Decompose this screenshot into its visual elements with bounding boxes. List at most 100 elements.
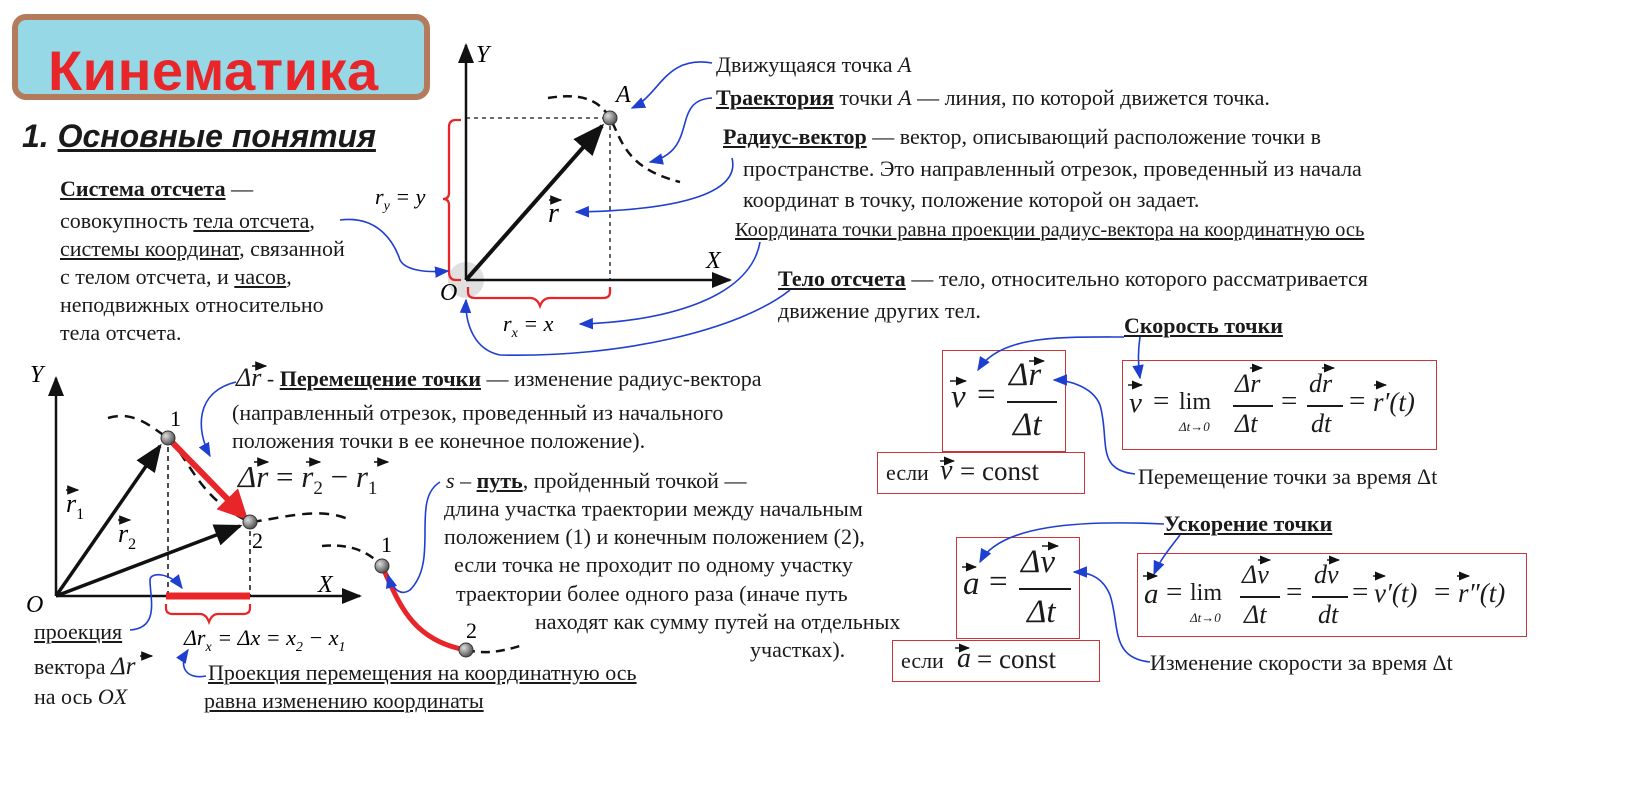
- ref-system-arrow: [339, 218, 450, 278]
- body-ref-line-1: Тело отсчета — тело, относительно которо…: [778, 264, 1368, 293]
- projection-line-3: на ось OX: [34, 682, 127, 711]
- ry-brace: [442, 118, 461, 282]
- formula-r2: r: [301, 459, 314, 494]
- velocity-deriv: r′(t): [1373, 387, 1415, 417]
- body-ref-term: Тело отсчета: [778, 266, 906, 291]
- acceleration-frac2-num: dv: [1314, 560, 1339, 589]
- trajectory-var: A: [898, 85, 912, 110]
- formula-r1: r: [355, 459, 368, 494]
- displacement-formula: Δr = r2 − r1: [238, 458, 377, 508]
- acceleration-lhs: a: [1144, 578, 1159, 610]
- displacement-term: Перемещение точки: [279, 366, 482, 391]
- velocity-cond-prefix: если: [886, 460, 929, 485]
- velocity-frac2-den: dt: [1311, 409, 1332, 438]
- path-sep: –: [454, 468, 477, 493]
- fraction-bar: [1233, 405, 1273, 407]
- ref-system-term: Система отсчета: [60, 176, 226, 201]
- acceleration-frac2-den: dt: [1318, 600, 1339, 629]
- ry-label: ry = y: [375, 184, 426, 214]
- path-line-2: длина участка траектории между начальным: [444, 496, 863, 521]
- rx-brace: [466, 287, 612, 310]
- path-line-3: положением (1) и конечным положением (2)…: [444, 524, 865, 549]
- acceleration-deriv2: r″(t): [1458, 578, 1506, 608]
- acceleration-lim-sub: Δt→0: [1190, 610, 1221, 625]
- ref-system-line-2: системы координат, связанной: [60, 234, 345, 263]
- acceleration-title: Ускорение точки: [1164, 511, 1333, 536]
- top-y-label: Y: [476, 42, 492, 68]
- path-dash-start: [321, 544, 383, 567]
- velocity-lim: lim: [1179, 389, 1212, 415]
- displacement-text: — изменение радиус-вектора: [481, 366, 762, 391]
- path-dash-end: [465, 644, 521, 654]
- path-line-7: участках).: [750, 637, 846, 662]
- path-text: , пройденный точкой —: [522, 468, 747, 493]
- velocity-frac2-num: dr: [1309, 369, 1333, 398]
- acceleration-eq-4: =: [1434, 576, 1451, 608]
- section-heading: 1. Основные понятия: [22, 118, 376, 155]
- velocity-note: Перемещение точки за время Δt: [1138, 464, 1438, 489]
- acceleration-note: Изменение скорости за время Δt: [1150, 650, 1453, 675]
- top-origin-label: O: [440, 280, 457, 306]
- formula-lhs: Δr: [238, 459, 269, 494]
- fraction-bar: [1307, 405, 1343, 407]
- velocity-formula-box: v = lim Δt→0 Δr Δt = dr dt = r′(t): [1122, 360, 1437, 450]
- ref-system-heading: Система отсчета —: [60, 174, 253, 203]
- r1-vector: [54, 443, 162, 597]
- ref-system-text: ,: [309, 208, 315, 233]
- trajectory-term: Траектория: [716, 85, 834, 110]
- path-point-1: [374, 558, 390, 574]
- velocity-eq-2: =: [1281, 385, 1298, 417]
- path-term: путь: [476, 468, 523, 493]
- ref-system-line-5: тела отсчета.: [60, 320, 182, 345]
- velocity-small-den: Δt: [1013, 407, 1042, 443]
- section-number: 1.: [22, 118, 49, 154]
- velocity-lhs: v: [1129, 387, 1142, 419]
- radius-vector-line-2: пространстве. Это направленный отрезок, …: [743, 156, 1362, 181]
- body-ref-arrow: [459, 289, 791, 357]
- point-2-label: 2: [252, 528, 263, 553]
- formula-sub2: 2: [313, 478, 323, 500]
- acceleration-small-box: a = Δv Δt: [956, 537, 1080, 639]
- path-point-2: [458, 642, 474, 658]
- trajectory-rest: — линия, по которой движется точка.: [911, 85, 1270, 110]
- dx-formula: Δrx = Δx = x2 − x1: [183, 625, 345, 655]
- velocity-condition-box: если v = const: [877, 452, 1085, 494]
- path-line-4: если точка не проходит по одному участку: [454, 552, 853, 577]
- section-title: Основные понятия: [57, 118, 376, 154]
- ref-system-text: , связанной: [239, 236, 345, 261]
- acceleration-small-num: Δv: [1021, 544, 1056, 580]
- acceleration-cond-rest: = const: [977, 644, 1056, 674]
- moving-point-text: Движущаяся точка: [716, 52, 899, 77]
- acceleration-deriv1: v′(t): [1374, 578, 1418, 608]
- displacement-arrow: [198, 381, 237, 458]
- ref-system-text: совокупность: [60, 208, 194, 233]
- body-ref-text: — тело, относительно которого рассматрив…: [905, 266, 1368, 291]
- r2-vector: [55, 524, 243, 598]
- r1-label: r1: [66, 489, 84, 523]
- fraction-bar: [1312, 596, 1348, 598]
- title-box: Кинематика: [12, 14, 430, 102]
- moving-point-arrow: [630, 61, 713, 109]
- point-2: [242, 514, 258, 530]
- acceleration-cond-var: a: [957, 643, 971, 674]
- velocity-cond-rest: = const: [960, 456, 1039, 486]
- projection-note-arrow: [176, 648, 207, 678]
- acceleration-small-eq: =: [989, 564, 1008, 600]
- velocity-small-eq: =: [977, 377, 996, 413]
- displacement-symbol: Δr: [236, 363, 262, 392]
- acceleration-eq-1: =: [1166, 576, 1183, 608]
- path-line-6: находят как сумму путей на отдельных: [535, 609, 901, 634]
- acceleration-small-lhs: a: [963, 566, 980, 602]
- moving-point-var: A: [898, 52, 912, 77]
- point-1: [160, 430, 176, 446]
- trajectory-definition: Траектория точки A — линия, по которой д…: [716, 83, 1270, 112]
- displacement-line-2: (направленный отрезок, проведенный из на…: [232, 400, 724, 425]
- projection-note-line-2: равна изменению координаты: [204, 688, 484, 713]
- acceleration-eq-2: =: [1286, 576, 1303, 608]
- ref-body-term: тела отсчета: [193, 208, 310, 233]
- body-ref-line-2: движение других тел.: [778, 298, 981, 323]
- fraction-bar: [1007, 401, 1057, 403]
- displacement-sep: -: [261, 366, 280, 391]
- ref-system-dash: —: [231, 176, 254, 201]
- coord-note-arrow: [578, 241, 761, 330]
